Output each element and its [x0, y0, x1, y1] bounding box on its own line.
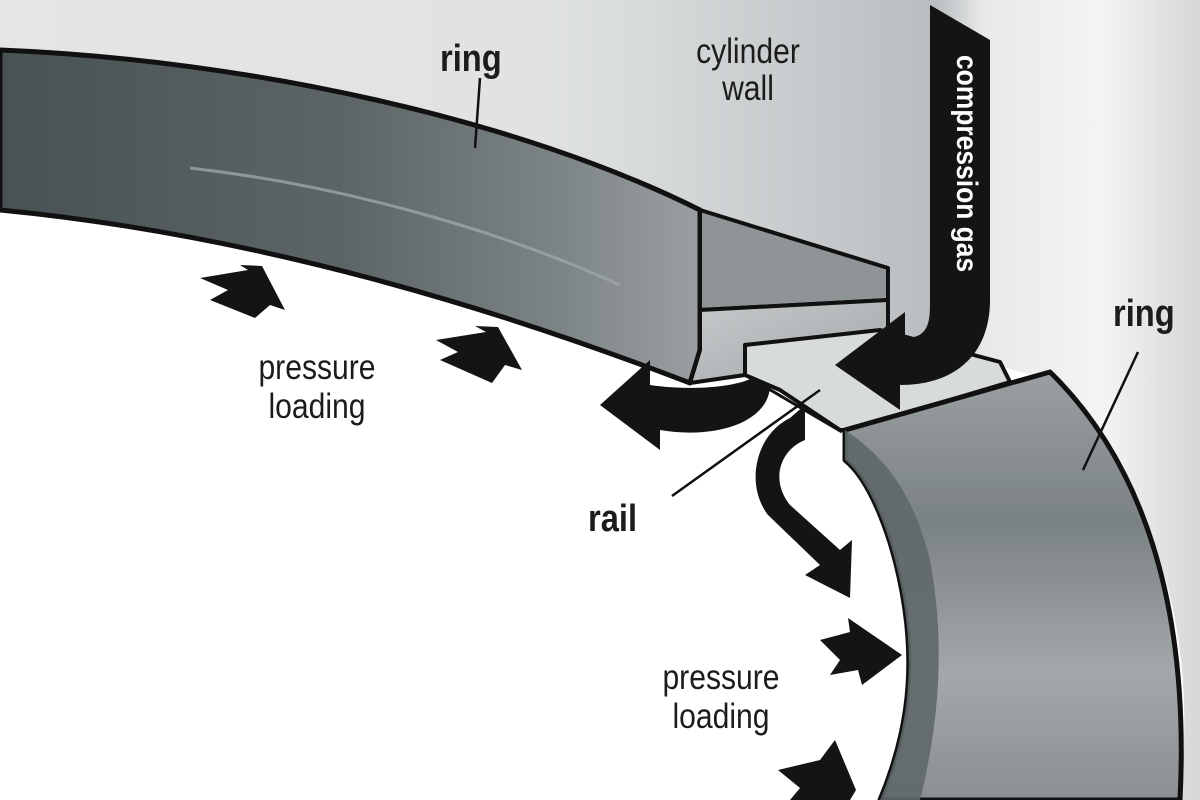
pressure-arrow-1: [200, 265, 285, 318]
label-cylinder-wall-line1: cylinder: [696, 32, 800, 71]
gas-flow-arrow-down: [755, 405, 852, 598]
ring-right-inner-face: [845, 430, 939, 800]
pressure-arrow-4: [778, 740, 856, 800]
label-cylinder-wall-line2: wall: [722, 69, 774, 108]
label-pressure-loading-left-line2: loading: [268, 387, 366, 426]
leader-ring-top: [473, 77, 482, 149]
label-compression-gas: compression gas: [950, 55, 983, 273]
leader-ring-right: [1081, 351, 1140, 471]
gas-flow-arrow-left: [600, 360, 770, 450]
label-ring-top: ring: [440, 38, 502, 80]
compression-gas-arrow: [835, 5, 990, 410]
label-ring-right: ring: [1113, 293, 1175, 335]
label-pressure-loading-left: pressure loading: [244, 350, 390, 424]
ring-top-highlight: [189, 166, 621, 287]
label-rail: rail: [588, 498, 638, 540]
pressure-arrow-3: [820, 618, 902, 685]
leader-rail: [671, 388, 821, 498]
label-pressure-loading-bottom-line1: pressure: [662, 658, 780, 697]
label-cylinder-wall: cylinder wall: [679, 34, 817, 106]
label-pressure-loading-bottom: pressure loading: [648, 660, 794, 734]
label-pressure-loading-bottom-line2: loading: [672, 697, 770, 736]
pressure-arrow-2: [436, 326, 522, 383]
label-pressure-loading-left-line1: pressure: [258, 348, 376, 387]
